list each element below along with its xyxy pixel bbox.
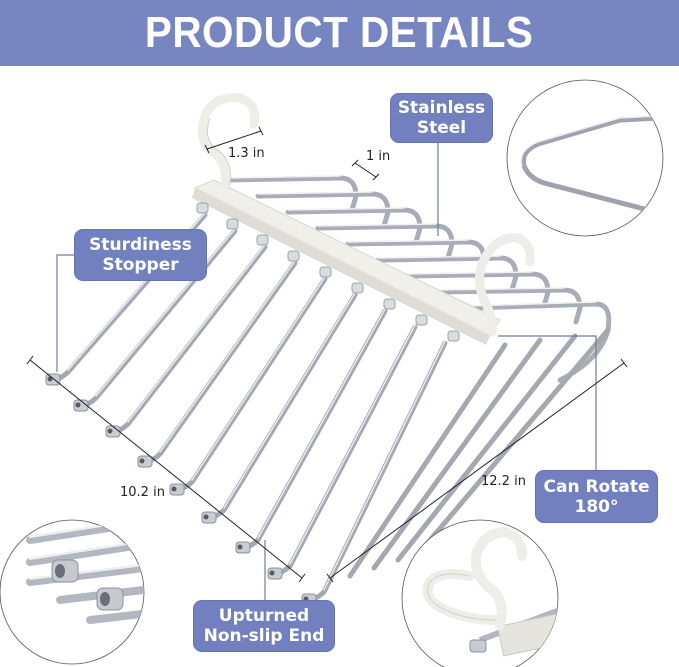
inset-stainless-steel-detail	[506, 79, 664, 237]
leader-lines	[56, 142, 597, 600]
label-line: Can Rotate	[543, 476, 650, 497]
inset-rotating-hook-detail	[401, 519, 559, 667]
hook-right	[475, 233, 535, 337]
sturdiness-stopper-label: Sturdiness Stopper	[74, 229, 207, 281]
label-line: Sturdiness	[89, 235, 192, 255]
page-title: PRODUCT DETAILS	[145, 8, 534, 57]
label-line: Steel	[416, 118, 467, 138]
label-line: Stainless	[397, 98, 486, 118]
header-banner: PRODUCT DETAILS	[0, 0, 679, 66]
hook-width-dimension: 1.3 in	[228, 146, 265, 161]
dimension-lines	[26, 126, 628, 583]
can-rotate-label: Can Rotate 180°	[535, 470, 658, 523]
hook-left-outline	[206, 117, 232, 187]
stainless-steel-label: Stainless Steel	[390, 93, 493, 143]
inset-upturned-end-detail	[0, 519, 145, 665]
upturned-end-label: Upturned Non-slip End	[193, 600, 335, 652]
hanger-bar	[192, 179, 501, 345]
back-rods	[225, 175, 612, 383]
label-line: 180°	[574, 496, 619, 517]
hook-left	[197, 93, 260, 190]
depth-dimension: 12.2 in	[481, 474, 526, 489]
label-line: Stopper	[102, 255, 179, 275]
rod-spacing-dimension: 1 in	[366, 149, 391, 164]
width-dimension: 10.2 in	[120, 485, 165, 500]
label-line: Upturned	[218, 606, 310, 626]
label-line: Non-slip End	[203, 626, 325, 646]
